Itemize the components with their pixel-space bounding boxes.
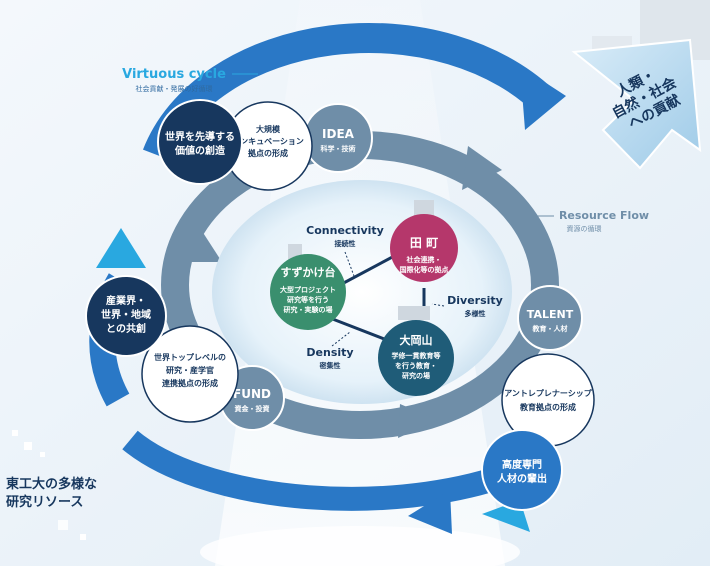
svg-text:教育・人材: 教育・人材 [532, 324, 568, 333]
svg-text:社会貢献・発展の好循環: 社会貢献・発展の好循環 [136, 84, 213, 93]
svg-text:接続性: 接続性 [335, 239, 356, 248]
campus-desc-2: を行う教育・ [395, 361, 437, 370]
svg-text:科学・技術: 科学・技術 [321, 144, 356, 153]
flow-arrowhead [398, 404, 438, 438]
cycle-arrowhead [96, 228, 146, 268]
background-tile [80, 534, 86, 540]
campus-desc-3: 研究の場 [402, 371, 430, 380]
svg-text:東工大の多様な: 東工大の多様な [6, 476, 97, 492]
svg-text:TALENT: TALENT [527, 308, 574, 321]
relation-density: Density 密集性 [306, 346, 353, 370]
resource-idea: IDEA 科学・技術 [303, 103, 373, 173]
background-tile [58, 520, 68, 530]
svg-text:IDEA: IDEA [322, 127, 355, 141]
resource-flow-label: Resource Flow 資源の循環 [532, 209, 649, 233]
svg-text:世界を先導する: 世界を先導する [165, 130, 235, 143]
background-tile [12, 430, 18, 436]
flow-arrowhead [180, 228, 222, 262]
light-beam-base [200, 526, 520, 566]
background-tile [24, 442, 32, 450]
campus-desc-3: 研究・実験の場 [284, 305, 333, 314]
svg-text:拠点の形成: 拠点の形成 [247, 148, 288, 158]
campus-desc-1: 大型プロジェクト [280, 285, 336, 294]
svg-text:アントレプレナーシップ: アントレプレナーシップ [504, 388, 593, 398]
svg-text:高度専門: 高度専門 [502, 458, 542, 471]
svg-text:Diversity: Diversity [447, 294, 503, 307]
cycle-arrowhead [408, 490, 452, 534]
campus-tamachi: 田 町 社会連携・ 国際化等の拠点 [390, 200, 458, 282]
svg-text:研究・産学官: 研究・産学官 [166, 365, 214, 375]
link-suzukakedai-tamachi [337, 252, 399, 288]
node-talent-output: 高度専門 人材の輩出 [481, 429, 563, 511]
svg-text:Virtuous cycle: Virtuous cycle [122, 67, 226, 82]
svg-text:インキュベーション: インキュベーション [232, 137, 304, 146]
resource-talent: TALENT 教育・人材 [517, 285, 583, 351]
svg-text:価値の創造: 価値の創造 [174, 144, 226, 157]
svg-text:大規模: 大規模 [256, 124, 281, 134]
svg-text:Connectivity: Connectivity [306, 224, 384, 237]
relation-diversity: Diversity 多様性 [447, 294, 503, 318]
campus-suzukakedai: すずかけ台 大型プロジェクト 研究等を行う 研究・実験の場 [270, 244, 346, 330]
svg-text:との共創: との共創 [106, 322, 146, 335]
background-tile [40, 452, 45, 457]
campus-desc-2: 研究等を行う [287, 295, 329, 304]
node-value-creation: 世界を先導する 価値の創造 [157, 99, 243, 185]
svg-text:世界トップレベルの: 世界トップレベルの [154, 352, 226, 362]
campus-name: 大岡山 [400, 333, 433, 347]
campus-desc-1: 学修一貫教育等 [392, 351, 441, 360]
campus-name: 田 町 [410, 236, 438, 250]
contribution-arrow: 人類・ 自然・社会 への貢献 [571, 38, 702, 170]
campus-ookayama: 大岡山 学修一貫教育等 を行う教育・ 研究の場 [378, 306, 454, 396]
building-icon [398, 306, 430, 320]
svg-text:人材の輩出: 人材の輩出 [497, 472, 547, 485]
svg-text:世界・地域: 世界・地域 [101, 308, 151, 321]
svg-text:連携拠点の形成: 連携拠点の形成 [162, 378, 218, 388]
flow-arrowhead [462, 146, 502, 190]
relation-connectivity: Connectivity 接続性 [306, 224, 384, 248]
svg-text:教育拠点の形成: 教育拠点の形成 [519, 402, 576, 412]
svg-text:産業界・: 産業界・ [106, 294, 146, 307]
svg-text:FUND: FUND [233, 387, 271, 401]
svg-text:資金・投資: 資金・投資 [235, 404, 270, 413]
campus-desc-2: 国際化等の拠点 [400, 265, 449, 274]
cycle-arrowhead [520, 66, 566, 130]
svg-text:多様性: 多様性 [465, 309, 486, 318]
campus-name: すずかけ台 [281, 265, 336, 279]
svg-text:研究リソース: 研究リソース [6, 494, 83, 510]
link-suzukakedai-ookayama [329, 316, 393, 344]
svg-text:資源の循環: 資源の循環 [567, 224, 602, 233]
svg-text:密集性: 密集性 [320, 361, 341, 370]
node-coexistence: 産業界・ 世界・地域 との共創 [85, 275, 167, 357]
resources-label: 東工大の多様な 研究リソース [6, 476, 97, 510]
campus-desc-1: 社会連携・ [406, 255, 442, 264]
virtuous-cycle-label: Virtuous cycle 社会貢献・発展の好循環 [122, 67, 258, 93]
relation-markers [331, 251, 445, 347]
base-collaboration: 世界トップレベルの 研究・産学官 連携拠点の形成 [141, 325, 239, 423]
svg-text:Density: Density [306, 346, 353, 359]
svg-text:Resource Flow: Resource Flow [559, 209, 649, 222]
